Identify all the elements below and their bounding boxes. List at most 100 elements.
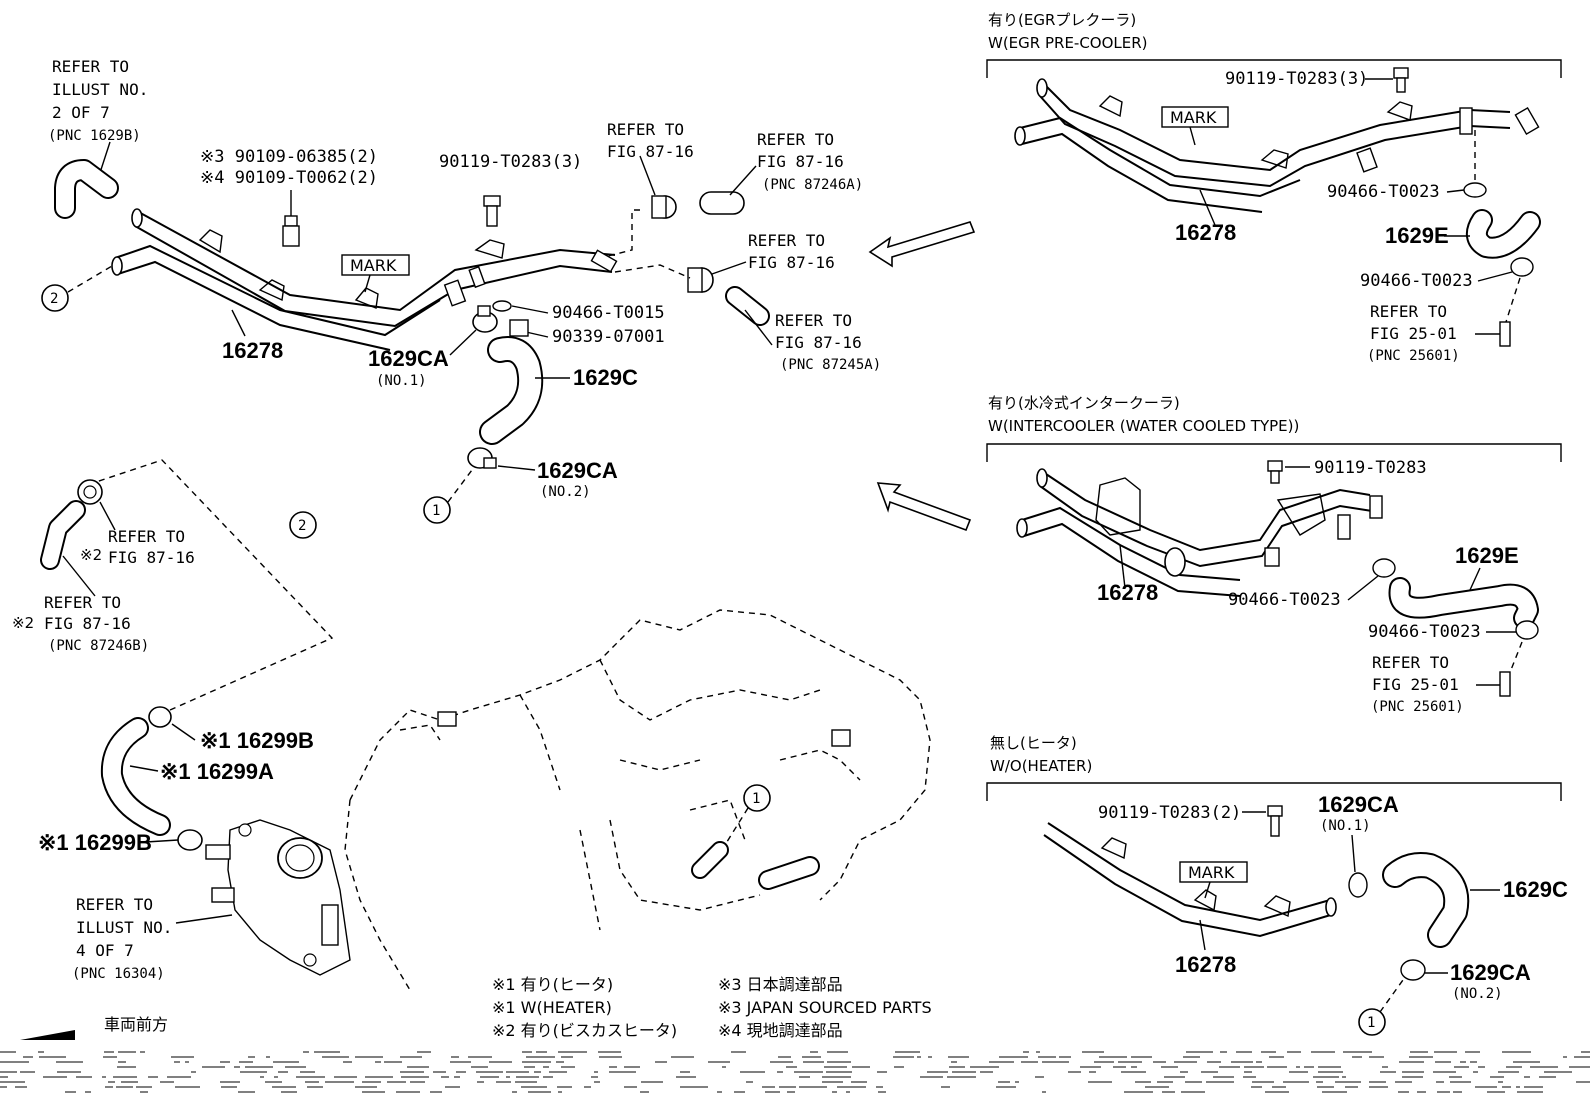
clamp-16299b-top xyxy=(148,706,172,728)
bolt-icon xyxy=(1393,67,1409,93)
refer-illust-4-line-3: 4 OF 7 xyxy=(76,941,134,960)
part-16299a-label: ※1 16299A xyxy=(160,759,274,784)
legend-n3-jp: ※3 日本調達部品 xyxy=(718,975,843,994)
bolt-90119-label: 90119-T0283(3) xyxy=(439,152,582,172)
leader-line xyxy=(511,305,549,314)
svg-text:2: 2 xyxy=(298,518,306,534)
leader-line xyxy=(62,555,96,597)
clamp-1629ca-no1-label: 1629CA xyxy=(368,346,449,371)
leader-line xyxy=(1469,567,1481,591)
clamp-no2-label: (NO.2) xyxy=(540,484,591,500)
egr-pipe-label: 16278 xyxy=(1175,220,1236,245)
egr-clip-1-label: 90466-T0023 xyxy=(1327,182,1440,202)
intercooler-hose-label: 1629E xyxy=(1455,543,1519,568)
egr-clip-2-label: 90466-T0023 xyxy=(1360,271,1473,291)
arrow-icon xyxy=(876,482,972,532)
refer-fig-top-line-1: REFER TO xyxy=(607,120,684,139)
refer-illust-2-line-3: 2 OF 7 xyxy=(52,103,110,122)
refer-illust-4-line-2: ILLUST NO. xyxy=(76,918,172,937)
egr-bolt-label: 90119-T0283(3) xyxy=(1225,69,1368,89)
stud-bolt-icon xyxy=(282,190,300,247)
leader-line xyxy=(129,765,159,772)
clamp-1629ca-no2 xyxy=(467,447,497,469)
refer-illust-4-line-4: (PNC 16304) xyxy=(72,966,165,982)
refer-fig-16-a-line-1: REFER TO xyxy=(108,527,185,546)
clamp-icon xyxy=(77,479,103,505)
front-direction-indicator: 車両前方 xyxy=(20,1015,168,1040)
refer-fig-mid-line-2: FIG 87-16 xyxy=(748,253,835,272)
refer-fig-16-b-line-1: REFER TO xyxy=(44,593,121,612)
circle-1-marker: 1 xyxy=(1358,979,1404,1036)
intercooler-clip-1-label: 90466-T0023 xyxy=(1228,590,1341,610)
intercooler-refer-line-3: (PNC 25601) xyxy=(1371,699,1464,715)
egr-refer-line-1: REFER TO xyxy=(1370,302,1447,321)
refer-illust-2-line-1: REFER TO xyxy=(52,57,129,76)
bolt-icon xyxy=(1267,805,1283,837)
no-heater-mark-box: MARK xyxy=(1179,861,1248,899)
circle-1-marker: 1 xyxy=(724,784,771,846)
legend-n1-en: ※1 W(HEATER) xyxy=(492,998,612,1017)
no-heater-pipe-16278 xyxy=(1043,822,1337,938)
refer-fig-87246a-line-1: REFER TO xyxy=(757,130,834,149)
intercooler-bracket xyxy=(986,443,1562,462)
clip-90339-label: 90339-07001 xyxy=(552,327,665,347)
refer-fig-87245a-line-2: FIG 87-16 xyxy=(775,333,862,352)
engine-hose xyxy=(691,841,729,879)
leader-line xyxy=(1199,189,1216,226)
refer-fig-16-a-line-2: FIG 87-16 xyxy=(108,548,195,567)
dashed-leader xyxy=(599,209,640,259)
clamp-16299b-bottom xyxy=(177,829,203,851)
leader-line xyxy=(145,839,179,843)
leader-line xyxy=(525,331,549,338)
leader-line xyxy=(1446,189,1465,193)
circle-2-marker: 2 xyxy=(41,265,113,312)
egr-refer-line-3: (PNC 25601) xyxy=(1367,348,1460,364)
egr-refer-line-2: FIG 25-01 xyxy=(1370,324,1457,343)
no-heater-bolt-label: 90119-T0283(2) xyxy=(1098,803,1241,823)
clip-icon xyxy=(1348,872,1368,898)
arrow-icon xyxy=(868,221,976,268)
part-16299b-top-label: ※1 16299B xyxy=(200,728,314,753)
clip-icon xyxy=(1400,959,1426,981)
note-mark-2a: ※2 xyxy=(80,546,102,564)
front-label: 車両前方 xyxy=(104,1015,168,1034)
clip-icon xyxy=(1515,620,1539,640)
svg-text:2: 2 xyxy=(50,291,58,307)
no-heater-clamp-top-no: (NO.1) xyxy=(1320,818,1371,834)
hose-1629b xyxy=(54,159,119,219)
refer-fig-mid-line-1: REFER TO xyxy=(748,231,825,250)
leader-line xyxy=(729,165,757,196)
note-mark-2b: ※2 xyxy=(12,614,34,632)
leader-line xyxy=(711,261,747,275)
egr-pipe-stub xyxy=(1499,321,1511,347)
leader-line xyxy=(1199,919,1206,951)
legend: ※1 有り(ヒータ) ※1 W(HEATER) ※2 有り(ビスカスヒータ) ※… xyxy=(492,975,932,1040)
engine-port xyxy=(831,729,851,747)
clip-icon xyxy=(1463,182,1487,198)
no-heater-hose-label: 1629C xyxy=(1503,877,1568,902)
svg-text:1: 1 xyxy=(752,791,760,807)
refer-illust-4-line-1: REFER TO xyxy=(76,895,153,914)
clip-icon xyxy=(492,300,512,312)
engine-block-outline xyxy=(344,609,931,991)
dashed-leader xyxy=(1504,277,1521,326)
no-heater-clamp-bottom-no: (NO.2) xyxy=(1452,986,1503,1002)
egr-title-jp: 有り(EGRプレクーラ) xyxy=(988,11,1136,29)
no-heater-clamp-top-label: 1629CA xyxy=(1318,792,1399,817)
legend-n3-en: ※3 JAPAN SOURCED PARTS xyxy=(718,998,932,1017)
hose-16299a xyxy=(100,717,171,836)
egr-hose-label: 1629E xyxy=(1385,223,1449,248)
leader-line xyxy=(99,501,116,531)
svg-text:1: 1 xyxy=(1367,1015,1375,1031)
clamp-1629ca-no2-label: 1629CA xyxy=(537,458,618,483)
leader-line xyxy=(1347,575,1379,601)
hose-end-87245a xyxy=(725,286,770,326)
dashed-boundary xyxy=(77,459,334,711)
intercooler-pipe-16278 xyxy=(1016,468,1383,597)
intercooler-refer-line-1: REFER TO xyxy=(1372,653,1449,672)
refer-fig-87245a-line-3: (PNC 87245A) xyxy=(780,357,881,373)
leader-line xyxy=(1477,271,1513,282)
clip-icon xyxy=(1510,257,1534,277)
mark-label: MARK xyxy=(350,256,397,275)
